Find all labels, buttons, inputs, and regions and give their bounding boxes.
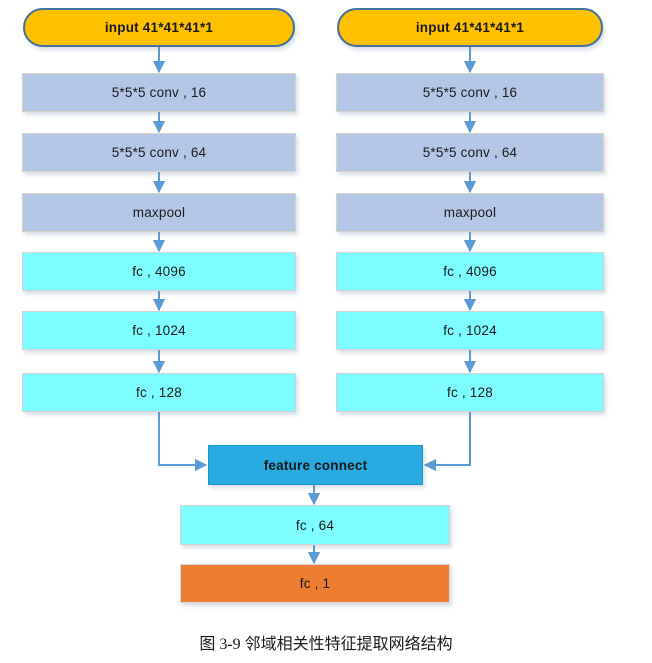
figure-caption: 图 3-9 邻域相关性特征提取网络结构 (199, 636, 453, 653)
node-right-input: input 41*41*41*1 (337, 8, 603, 47)
node-left-fc128: fc , 128 (22, 373, 296, 412)
node-left-fc4096: fc , 4096 (22, 252, 296, 291)
node-fc1-output: fc , 1 (180, 564, 450, 603)
node-left-fc1024: fc , 1024 (22, 311, 296, 350)
node-left-input: input 41*41*41*1 (23, 8, 295, 47)
node-right-fc128: fc , 128 (336, 373, 604, 412)
node-left-conv1: 5*5*5 conv , 16 (22, 73, 296, 112)
node-right-fc1024: fc , 1024 (336, 311, 604, 350)
node-left-maxpool: maxpool (22, 193, 296, 232)
node-right-fc4096: fc , 4096 (336, 252, 604, 291)
node-right-maxpool: maxpool (336, 193, 604, 232)
node-fc64: fc , 64 (180, 505, 450, 545)
node-right-conv1: 5*5*5 conv , 16 (336, 73, 604, 112)
node-right-conv2: 5*5*5 conv , 64 (336, 133, 604, 172)
node-left-conv2: 5*5*5 conv , 64 (22, 133, 296, 172)
node-feature-connect: feature connect (208, 445, 423, 485)
